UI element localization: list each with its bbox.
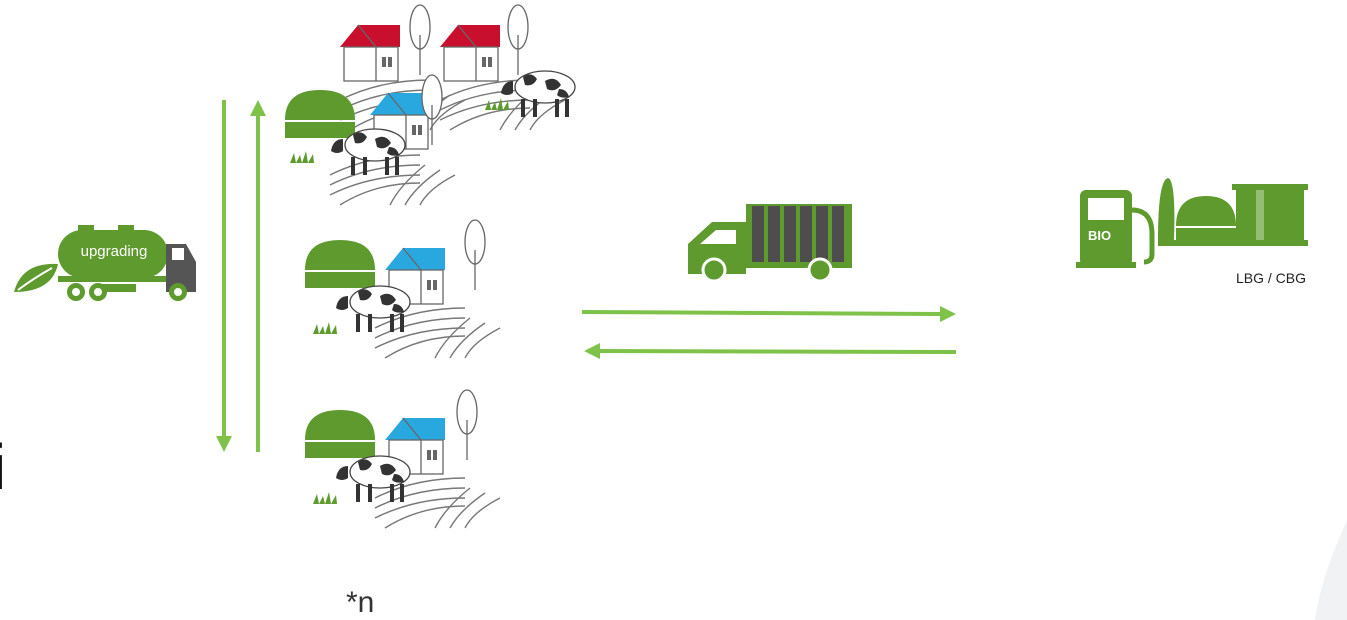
left-arrow — [584, 343, 956, 359]
multiplier-label: *n — [346, 586, 374, 620]
tanker-label: upgrading — [64, 240, 164, 264]
biogas-dome-icon — [305, 240, 375, 288]
svg-text:BIO: BIO — [1088, 228, 1111, 243]
partial-letter: i — [0, 430, 6, 504]
station-label: LBG / CBG — [1236, 270, 1306, 286]
corner-decoration — [1315, 520, 1347, 620]
biogas-dome-icon — [305, 410, 375, 458]
down-arrow — [216, 100, 232, 452]
farm-icon — [305, 220, 500, 358]
cow-icon — [336, 286, 410, 332]
up-arrow — [250, 100, 266, 452]
right-arrow — [582, 306, 956, 322]
fuel-pump-icon: BIO — [1076, 190, 1152, 268]
leaf-icon — [14, 264, 58, 292]
cargo-truck-icon — [688, 204, 852, 281]
biogas-plant-icon — [1158, 178, 1308, 246]
farm-icon — [305, 390, 500, 528]
biogas-dome-icon — [285, 90, 355, 138]
cow-icon — [336, 456, 410, 502]
farm-icon — [285, 5, 575, 205]
